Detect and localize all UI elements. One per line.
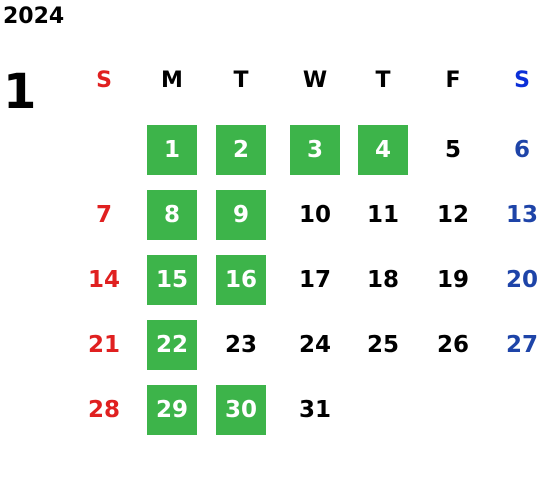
day-cell[interactable]: 27 (505, 331, 538, 358)
day-cell[interactable]: 26 (436, 331, 469, 358)
day-cell[interactable]: 19 (436, 266, 469, 293)
day-cell[interactable]: 5 (444, 136, 461, 163)
highlighted-day-cell[interactable]: 2 (216, 125, 266, 175)
highlighted-day-cell[interactable]: 29 (147, 385, 197, 435)
weekday-header-mon: M (161, 68, 183, 93)
day-cell[interactable]: 10 (298, 201, 331, 228)
day-cell[interactable]: 21 (87, 331, 120, 358)
day-cell[interactable]: 14 (87, 266, 120, 293)
day-cell[interactable]: 18 (366, 266, 399, 293)
day-cell[interactable]: 28 (87, 396, 120, 423)
weekday-header-tue: T (233, 68, 249, 93)
day-cell[interactable]: 31 (298, 396, 331, 423)
month-number: 1 (3, 64, 37, 120)
day-cell[interactable]: 23 (224, 331, 257, 358)
highlighted-day-cell[interactable]: 22 (147, 320, 197, 370)
day-cell[interactable]: 24 (298, 331, 331, 358)
highlighted-day-cell[interactable]: 8 (147, 190, 197, 240)
day-cell[interactable]: 25 (366, 331, 399, 358)
highlighted-day-cell[interactable]: 4 (358, 125, 408, 175)
day-cell[interactable]: 7 (95, 201, 112, 228)
year-label: 2024 (3, 4, 65, 29)
weekday-header-sat: S (514, 68, 530, 93)
weekday-header-wed: W (302, 68, 328, 93)
highlighted-day-cell[interactable]: 1 (147, 125, 197, 175)
highlighted-day-cell[interactable]: 15 (147, 255, 197, 305)
weekday-header-fri: F (445, 68, 461, 93)
weekday-header-thu: T (375, 68, 391, 93)
highlighted-day-cell[interactable]: 9 (216, 190, 266, 240)
day-cell[interactable]: 20 (505, 266, 538, 293)
highlighted-day-cell[interactable]: 30 (216, 385, 266, 435)
day-cell[interactable]: 12 (436, 201, 469, 228)
weekday-header-sun: S (96, 68, 112, 93)
day-cell[interactable]: 17 (298, 266, 331, 293)
highlighted-day-cell[interactable]: 3 (290, 125, 340, 175)
highlighted-day-cell[interactable]: 16 (216, 255, 266, 305)
day-cell[interactable]: 6 (513, 136, 530, 163)
day-cell[interactable]: 13 (505, 201, 538, 228)
day-cell[interactable]: 11 (366, 201, 399, 228)
